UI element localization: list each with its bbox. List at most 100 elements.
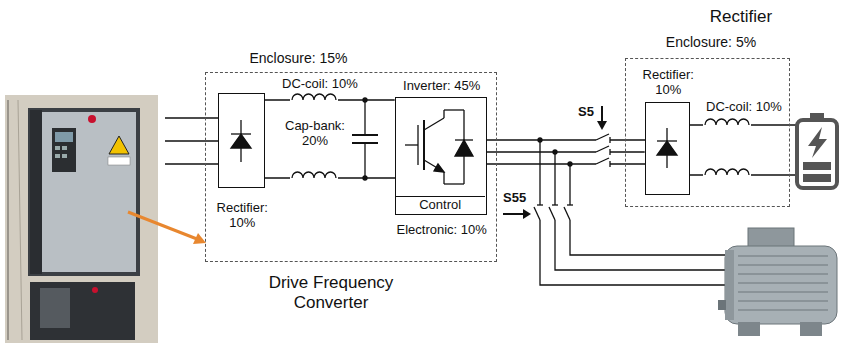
- inductor-symbol: [703, 170, 751, 179]
- motor-illustration: [718, 228, 837, 336]
- motor-illustration: [738, 256, 828, 310]
- inductor-symbol: [705, 169, 749, 175]
- igbt-symbol: [423, 120, 425, 170]
- switch-s5: [597, 121, 607, 130]
- inductor-symbol: [292, 172, 336, 178]
- drive-photo: [40, 288, 70, 328]
- inductor-symbol: [292, 94, 336, 100]
- capacitor-symbol: [363, 176, 367, 180]
- switch-s55: [552, 204, 558, 205]
- igbt-symbol: [417, 125, 418, 165]
- input-wires: [165, 118, 218, 164]
- component-label: Rectifier: 10%: [635, 67, 702, 97]
- input-wires: [165, 163, 218, 164]
- motor-illustration: [725, 246, 837, 324]
- motor-illustration: [738, 273, 828, 275]
- inductor-symbol: [703, 119, 751, 179]
- motor-illustration: [738, 255, 828, 257]
- switch-s5: [609, 137, 610, 143]
- diode-symbol: [231, 133, 251, 134]
- diode-symbol: [666, 128, 667, 141]
- enclosure-label: Enclosure: 5%: [641, 35, 781, 50]
- switch-label: S55: [503, 190, 526, 205]
- wire-connector: [487, 151, 645, 152]
- switch-s5: [609, 149, 610, 155]
- rectifier-box: Rectifier: 10%: [645, 102, 690, 195]
- inductor-symbol: [703, 120, 751, 129]
- drive-photo: [62, 154, 67, 158]
- rectifier-box: Rectifier: 10%: [218, 93, 265, 188]
- switch-s5: [609, 161, 610, 167]
- drive-photo: [109, 136, 129, 154]
- pointer-arrow: [128, 212, 206, 244]
- switch-s55: [503, 213, 524, 215]
- drive-photo: [30, 282, 135, 340]
- diode-symbol: [231, 134, 251, 148]
- drive-photo: [92, 287, 98, 293]
- group-title: Drive Frequency Converter: [256, 273, 406, 313]
- diode-symbol: [231, 120, 251, 162]
- switch-s55: [567, 204, 573, 205]
- switch-s55: [537, 204, 543, 205]
- input-wires: [165, 140, 218, 141]
- component-label: Inverter: 45%: [386, 78, 498, 93]
- switch-s5: [601, 106, 603, 122]
- capacitor-symbol: [364, 100, 365, 135]
- drive-photo: [55, 132, 73, 142]
- enclosure-label: Enclosure: 15%: [241, 51, 356, 66]
- battery-icon: [803, 174, 831, 182]
- drive-photo: [62, 146, 67, 150]
- diode-symbol: [240, 120, 241, 134]
- drive-photo: [7, 100, 9, 340]
- pointer-arrow: [128, 212, 197, 239]
- igbt-symbol: [434, 164, 444, 172]
- battery-icon: [810, 113, 824, 120]
- battery-icon: [797, 113, 837, 188]
- component-label: DC-coil: 10%: [282, 76, 358, 91]
- capacitor-symbol: [352, 134, 378, 136]
- phase-wires: [540, 140, 725, 285]
- motor-illustration: [725, 250, 734, 320]
- motor-illustration: [738, 291, 828, 293]
- drive-photo: [42, 112, 136, 272]
- igbt-symbol: [444, 109, 464, 110]
- capacitor-symbol: [363, 98, 367, 102]
- component-label: Electronic: 10%: [384, 222, 500, 237]
- switch-s5: [596, 106, 610, 168]
- igbt-symbol: [455, 139, 473, 140]
- igbt-symbol: [444, 183, 464, 184]
- motor-illustration: [718, 300, 726, 310]
- inductor-symbol: [290, 173, 338, 182]
- diode-symbol: [657, 128, 677, 168]
- battery-icon: [808, 127, 827, 158]
- diode-symbol: [666, 155, 667, 168]
- group-title: Rectifier: [691, 7, 791, 27]
- phase-wires: [487, 163, 645, 164]
- inverter-box: Inverter: 45%ControlElectronic: 10%: [395, 97, 487, 215]
- igbt-symbol: [455, 140, 473, 156]
- switch-s5: [596, 158, 609, 164]
- switch-s55: [549, 207, 555, 220]
- drive-photo: [88, 115, 96, 123]
- input-wires: [165, 117, 218, 118]
- component-label: Cap-bank: 20%: [283, 118, 347, 148]
- motor-illustration: [738, 282, 828, 284]
- capacitor-symbol: [364, 143, 365, 178]
- diode-symbol: [240, 148, 241, 162]
- igbt-symbol: [443, 110, 444, 118]
- phase-wires: [553, 150, 557, 154]
- phase-wires: [570, 164, 725, 255]
- drive-photo: [18, 100, 22, 340]
- motor-illustration: [738, 300, 828, 302]
- phase-wires: [487, 139, 645, 140]
- capacitor-symbol: [352, 98, 378, 180]
- motor-illustration: [738, 322, 760, 336]
- battery-icon: [803, 162, 831, 170]
- converter-enclosure: Enclosure: 15%Drive Frequency ConverterR…: [205, 72, 497, 262]
- switch-s5: [596, 146, 609, 152]
- drive-photo: [30, 110, 42, 274]
- motor-illustration: [738, 264, 828, 266]
- rectifier-enclosure: RectifierEnclosure: 5%Rectifier: 10%: [625, 58, 790, 207]
